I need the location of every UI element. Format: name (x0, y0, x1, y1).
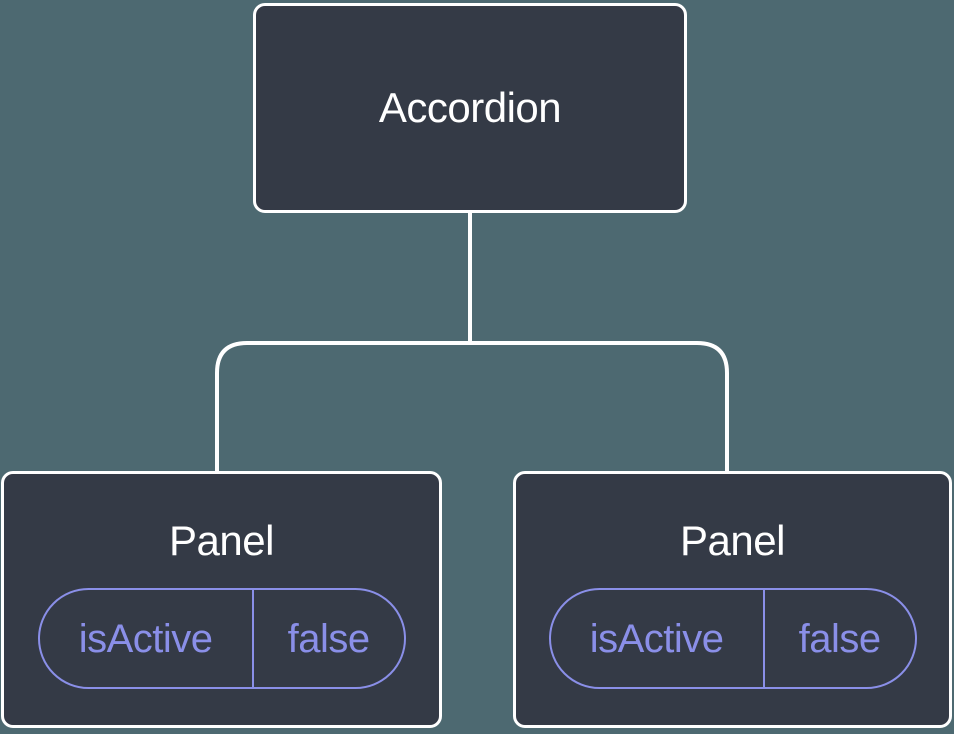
node-panel-right: Panel isActive false (513, 471, 952, 728)
state-pill-prop-value: false (287, 616, 370, 661)
branch-connector (215, 341, 729, 471)
node-panel-right-label: Panel (680, 517, 785, 564)
node-panel-left-label: Panel (169, 517, 274, 564)
state-pill-prop-name: isActive (551, 590, 765, 687)
node-accordion: Accordion (253, 3, 687, 213)
state-pill-prop-value: false (798, 616, 881, 661)
state-pill: isActive false (548, 588, 917, 689)
state-pill-prop-name: isActive (40, 590, 254, 687)
node-panel-left: Panel isActive false (1, 471, 442, 728)
node-accordion-label: Accordion (378, 84, 562, 131)
state-pill: isActive false (37, 588, 406, 689)
